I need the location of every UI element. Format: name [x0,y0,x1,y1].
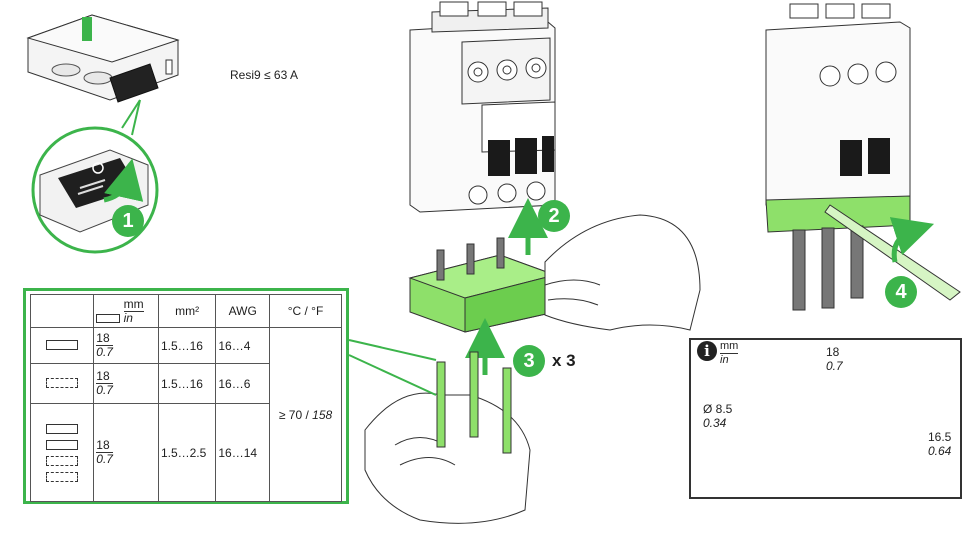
mm2-cell: 1.5…2.5 [157,403,217,502]
dimensions-frame [689,338,962,499]
stranded-wire-icon [29,363,95,404]
rating-label: Resi9 ≤ 63 A [230,68,298,82]
ferrule-wire-icon [29,403,95,502]
awg-cell: 16…6 [215,363,271,404]
green-module-center [408,237,557,333]
awg-cell: 16…14 [215,403,271,502]
header-blank [29,294,95,328]
breaker-right [765,3,961,311]
header-unit-in: in [123,310,144,325]
step4-arrow [889,217,935,263]
pins [436,351,512,454]
mm2-cell: 1.5…16 [157,327,217,364]
module-top-view [26,14,180,103]
awg-cell: 16…4 [215,327,271,364]
step-3-multiplier: x 3 [552,351,576,370]
breaker-center [409,1,556,213]
temperature-cell: ≥ 70 / 158 [269,327,342,502]
step-3-badge: 3 [513,345,545,377]
mm2-cell: 1.5…16 [157,363,217,404]
header-temperature: °C / °F [269,294,342,328]
header-unit-mm: mm [123,296,144,311]
step-2-badge: 2 [538,200,570,232]
step-1-badge: 1 [112,205,144,237]
solid-wire-icon [29,327,95,364]
header-awg: AWG [215,294,271,328]
info-icon: i [697,341,717,361]
strip-length-icon [96,313,121,323]
header-mm2: mm² [157,294,217,328]
step-4-badge: 4 [885,276,917,308]
